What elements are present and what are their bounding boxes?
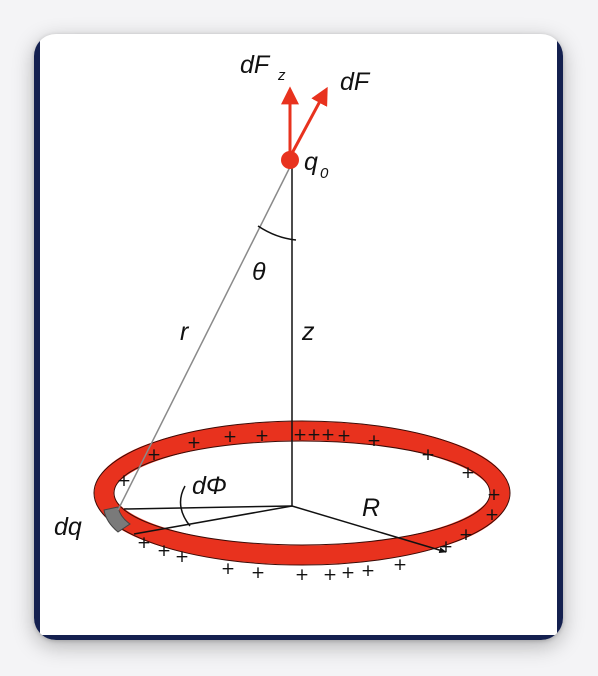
r-line — [117, 164, 292, 511]
charge-plus: + — [461, 463, 475, 483]
ring-charges: + + + + + + + + + + + + + + + + + + + + … — [117, 425, 501, 585]
charge-plus: + — [439, 537, 453, 557]
charge-plus: + — [421, 445, 435, 465]
charge-plus: + — [321, 425, 335, 445]
charge-plus: + — [487, 485, 501, 505]
theta-label: θ — [252, 258, 266, 286]
charge-plus: + — [251, 563, 265, 583]
charge-plus: + — [137, 533, 151, 553]
q0-subscript: 0 — [320, 165, 329, 182]
charge-plus: + — [255, 426, 269, 446]
dphi-arc — [179, 485, 191, 527]
charge-plus: + — [341, 563, 355, 583]
charge-plus: + — [361, 561, 375, 581]
z-label: z — [301, 318, 315, 346]
R-vector — [291, 505, 447, 553]
charge-plus: + — [485, 505, 499, 525]
dF-label: dF — [340, 68, 371, 96]
charge-plus: + — [221, 559, 235, 579]
charge-plus: + — [223, 427, 237, 447]
charge-plus: + — [307, 425, 321, 445]
charge-plus: + — [187, 433, 201, 453]
q0-charge — [281, 151, 299, 169]
dFz-subscript: z — [277, 67, 286, 84]
charge-plus: + — [117, 471, 131, 491]
theta-arc — [257, 225, 297, 241]
dphi-label: dΦ — [192, 472, 227, 500]
dq-segment — [103, 506, 131, 533]
charge-plus: + — [293, 425, 307, 445]
charge-plus: + — [157, 541, 171, 561]
ring-outline-inner — [113, 440, 491, 546]
charge-plus: + — [337, 426, 351, 446]
dFz-label: dF — [240, 51, 271, 79]
charge-plus: + — [393, 555, 407, 575]
ring-outline-outer — [93, 420, 511, 566]
charge-plus: + — [367, 431, 381, 451]
r-label: r — [180, 318, 190, 346]
charge-plus: + — [459, 525, 473, 545]
charge-plus: + — [323, 565, 337, 585]
radius-dphi-line — [133, 505, 293, 535]
q0-label: q — [304, 148, 318, 176]
dq-label: dq — [54, 513, 82, 541]
charge-plus: + — [147, 445, 161, 465]
R-label: R — [362, 494, 380, 522]
charge-plus: + — [175, 547, 189, 567]
charged-ring — [94, 421, 510, 565]
radius-to-dq-line — [123, 505, 293, 510]
frame-bottom-border — [34, 635, 563, 640]
charge-plus: + — [295, 565, 309, 585]
diagram-frame — [34, 34, 563, 640]
dF-arrow — [288, 86, 328, 158]
